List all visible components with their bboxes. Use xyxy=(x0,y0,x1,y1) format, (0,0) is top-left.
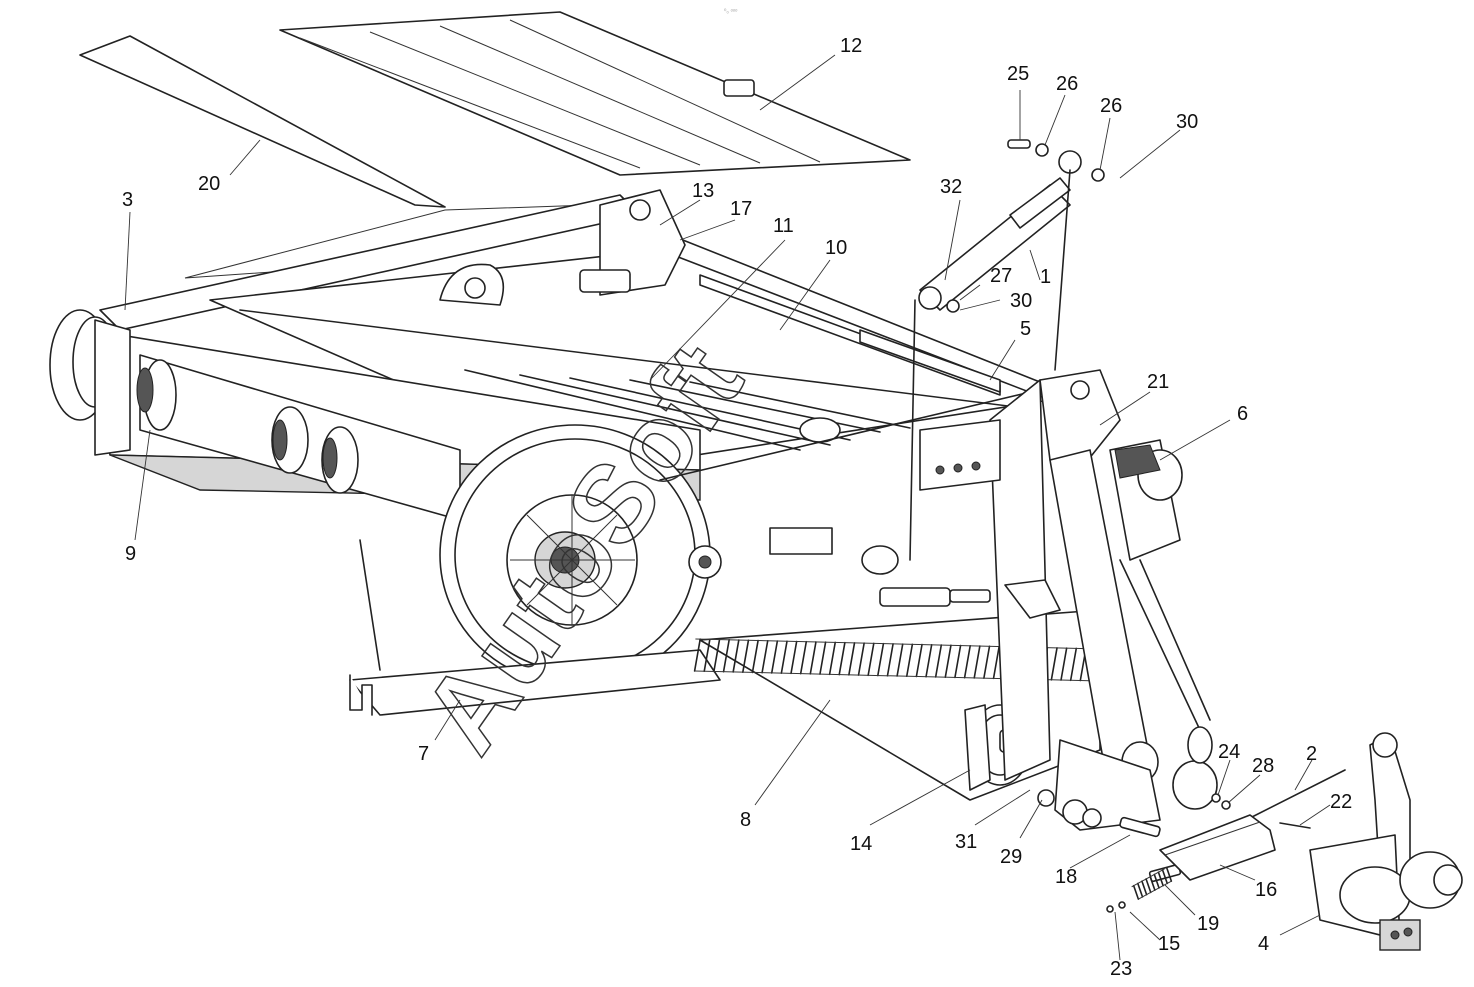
callout-8: 8 xyxy=(740,809,751,831)
leader-lines xyxy=(124,54,1331,961)
part-12-cover-plate xyxy=(279,11,911,176)
callout-32: 32 xyxy=(940,176,962,198)
callout-30a: 30 xyxy=(1176,111,1198,133)
callout-31: 31 xyxy=(955,831,977,853)
callout-26b: 26 xyxy=(1100,95,1122,117)
callout-28: 28 xyxy=(1252,755,1274,777)
part-3-left-pulley xyxy=(49,309,131,456)
callout-18: 18 xyxy=(1055,866,1077,888)
callout-6: 6 xyxy=(1237,403,1248,425)
turnbuckle xyxy=(861,545,1061,619)
callout-21: 21 xyxy=(1147,371,1169,393)
callout-19: 19 xyxy=(1197,913,1219,935)
callout-13: 13 xyxy=(692,180,714,202)
callout-26a: 26 xyxy=(1056,73,1078,95)
part-11-rods xyxy=(464,369,911,451)
callout-5: 5 xyxy=(1020,318,1031,340)
part-13-hinge-bracket xyxy=(579,189,686,296)
callout-24: 24 xyxy=(1218,741,1240,763)
adjusting-link xyxy=(1119,559,1201,731)
long-tie-rod xyxy=(659,384,1061,481)
part-9-roller-shaft xyxy=(136,354,461,521)
callout-4: 4 xyxy=(1258,933,1269,955)
callout-1: 1 xyxy=(1040,266,1051,288)
callout-12: 12 xyxy=(840,35,862,57)
small-hardware xyxy=(946,139,1346,913)
callout-22: 22 xyxy=(1330,791,1352,813)
callout-9: 9 xyxy=(125,543,136,565)
callout-7: 7 xyxy=(418,743,429,765)
part-16-bracket-plate xyxy=(1159,814,1276,881)
perforated-plate xyxy=(769,527,833,555)
callout-30b: 30 xyxy=(1010,290,1032,312)
part-1-hydraulic-cylinder xyxy=(918,150,1082,371)
callout-23: 23 xyxy=(1110,958,1132,980)
callout-3: 3 xyxy=(122,189,133,211)
part-7-lower-beam xyxy=(349,539,721,716)
callout-29: 29 xyxy=(1000,846,1022,868)
part-6-bracket-block xyxy=(1109,439,1183,561)
callout-11: 11 xyxy=(773,215,794,237)
idler-wheel xyxy=(688,545,722,579)
part-5-rod xyxy=(909,299,916,561)
part-10-slotted-bar xyxy=(699,274,1001,396)
part-19-small-spring xyxy=(1131,866,1173,900)
callout-16: 16 xyxy=(1255,879,1277,901)
callout-2: 2 xyxy=(1306,743,1317,765)
lower-bracket xyxy=(1054,739,1161,831)
callout-25: 25 xyxy=(1007,63,1029,85)
callout-labels: 12 20 3 13 17 11 10 25 26 26 30 32 27 30… xyxy=(122,35,1352,980)
callout-15: 15 xyxy=(1158,933,1180,955)
callout-17: 17 xyxy=(730,198,752,220)
callout-27: 27 xyxy=(990,265,1012,287)
top-mark: ⁰₀ ᵒᵒᵒ xyxy=(724,8,738,15)
callout-10: 10 xyxy=(825,237,847,259)
callout-20: 20 xyxy=(198,173,220,195)
adjusting-link-2 xyxy=(1139,559,1211,721)
callout-14: 14 xyxy=(850,833,872,855)
part-4-gear-motor xyxy=(1309,732,1463,951)
